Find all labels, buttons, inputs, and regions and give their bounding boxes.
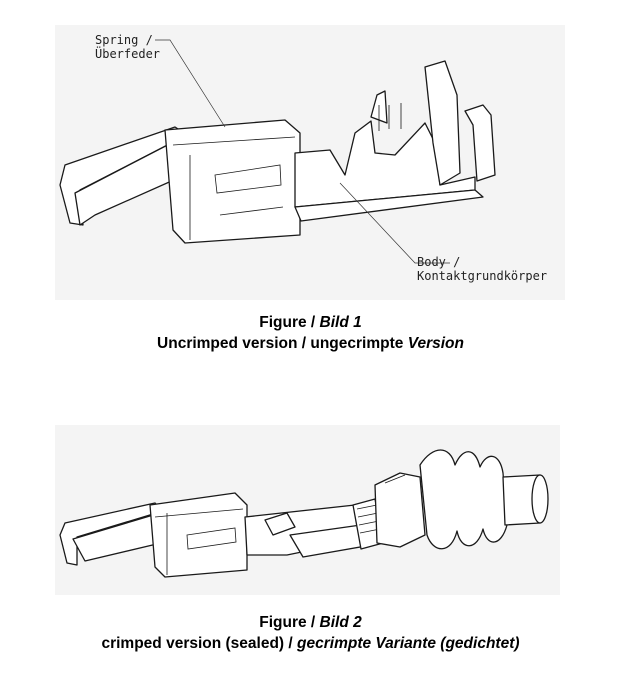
body-callout-line2: Kontaktgrundkörper <box>417 269 548 283</box>
spring-callout-line1: Spring / <box>95 33 153 47</box>
figure-1-caption-line2: Uncrimped version / ungecrimpte Version <box>0 333 621 354</box>
body-callout-line1: Body / <box>417 255 461 269</box>
figure-2-description-italic: gecrimpte Variante (gedichtet) <box>297 635 520 652</box>
uncrimped-terminal-illustration <box>59 39 496 264</box>
figure-2-drawing <box>55 425 560 595</box>
body-callout: Body / Kontaktgrundkörper <box>417 255 547 283</box>
figure-2-label-italic: Bild 2 <box>319 614 362 631</box>
crimped-sealed-terminal-illustration <box>59 449 549 578</box>
figure-1-drawing: Spring / Überfeder Body / Kontaktgrundkö… <box>55 25 565 300</box>
figure-2-caption: Figure / Bild 2 crimped version (sealed)… <box>0 612 621 654</box>
figure-1-caption: Figure / Bild 1 Uncrimped version / unge… <box>0 312 621 354</box>
figure-1-description: Uncrimped version / ungecrimpte <box>157 335 408 352</box>
figure-2-label: Figure / <box>259 614 320 631</box>
spring-callout: Spring / Überfeder <box>95 33 160 61</box>
spring-callout-line2: Überfeder <box>95 47 161 61</box>
figure-1-label: Figure / <box>259 314 320 331</box>
figure-2-caption-line1: Figure / Bild 2 <box>0 612 621 633</box>
figure-1-caption-line1: Figure / Bild 1 <box>0 312 621 333</box>
figure-1-label-italic: Bild 1 <box>319 314 362 331</box>
figure-1-description-italic: Version <box>407 335 464 352</box>
figure-2-description: crimped version (sealed) / <box>101 635 298 652</box>
figure-2-caption-line2: crimped version (sealed) / gecrimpte Var… <box>0 633 621 654</box>
